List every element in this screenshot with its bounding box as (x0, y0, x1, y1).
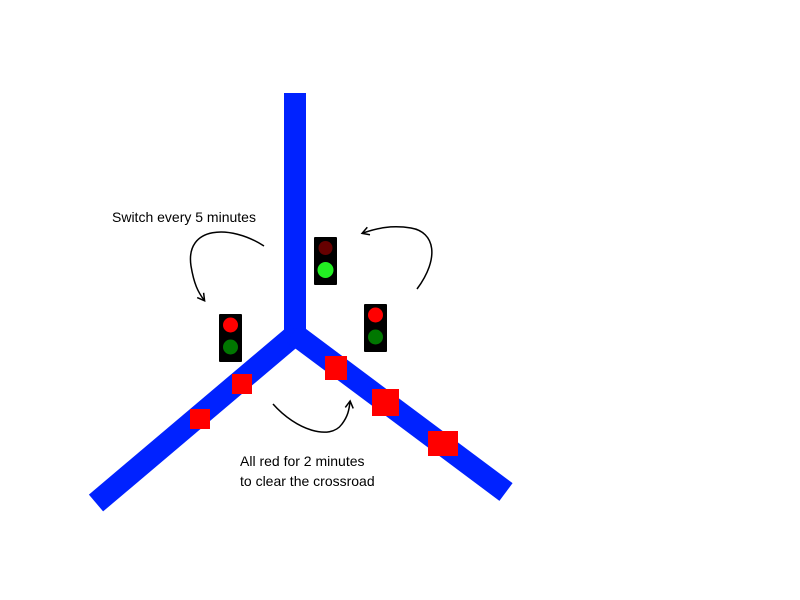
traffic-light-icon (364, 304, 387, 352)
vehicle-icon (232, 374, 252, 394)
clear-annotation-line1: All red for 2 minutes (240, 453, 365, 469)
vehicle-icon (325, 356, 347, 380)
traffic-light-icon (314, 237, 337, 285)
switch-annotation: Switch every 5 minutes (112, 209, 256, 225)
arrows (189, 226, 433, 433)
vehicle-icon (190, 409, 210, 429)
road-north (284, 93, 306, 333)
traffic-light-icon (219, 314, 242, 362)
vehicle-icon (372, 389, 399, 416)
vehicles (190, 356, 458, 456)
clear-annotation-line2: to clear the crossroad (240, 473, 375, 489)
curved-arrow-icon (189, 231, 265, 303)
curved-arrow-icon (272, 399, 354, 433)
curved-arrow-icon (360, 226, 433, 290)
vehicle-icon (428, 431, 458, 456)
